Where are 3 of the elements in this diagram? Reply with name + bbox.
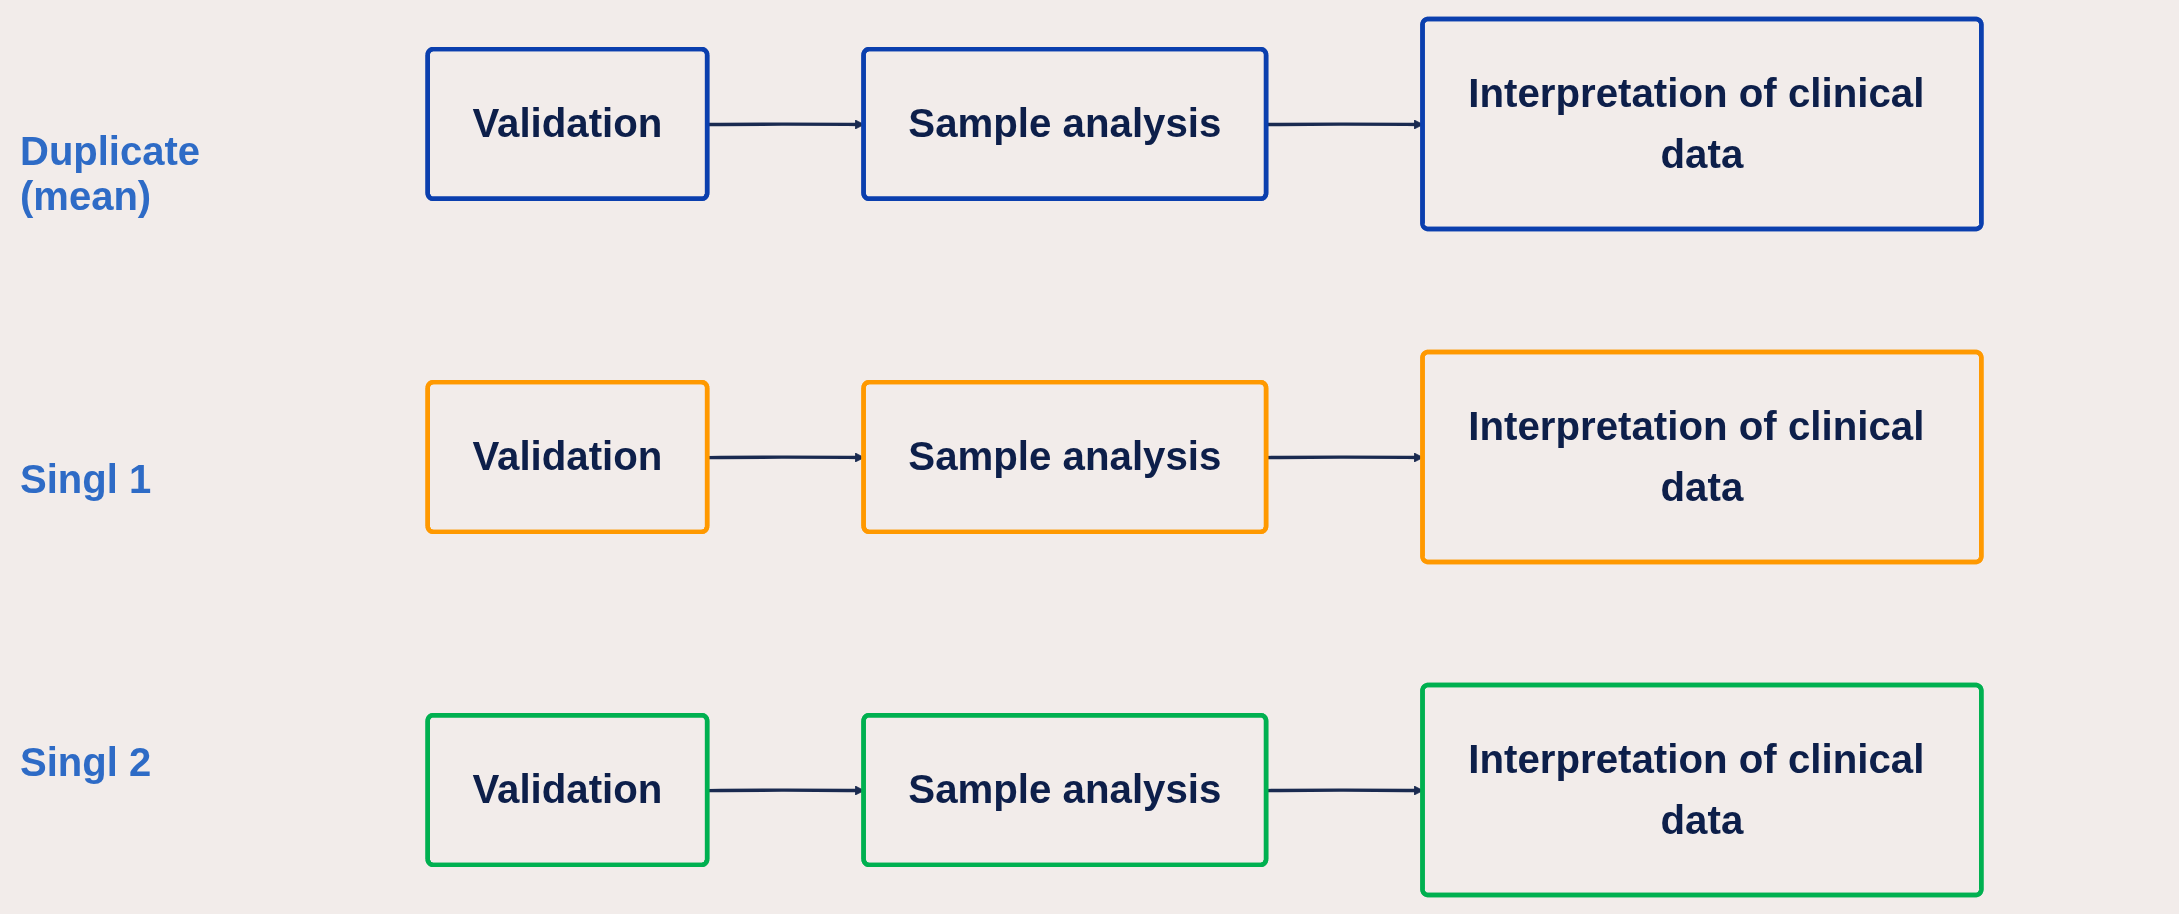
row-label: Duplicate (mean) [20, 129, 202, 219]
row-label: Singl 1 [20, 457, 153, 502]
row-label: Singl 2 [20, 740, 153, 785]
